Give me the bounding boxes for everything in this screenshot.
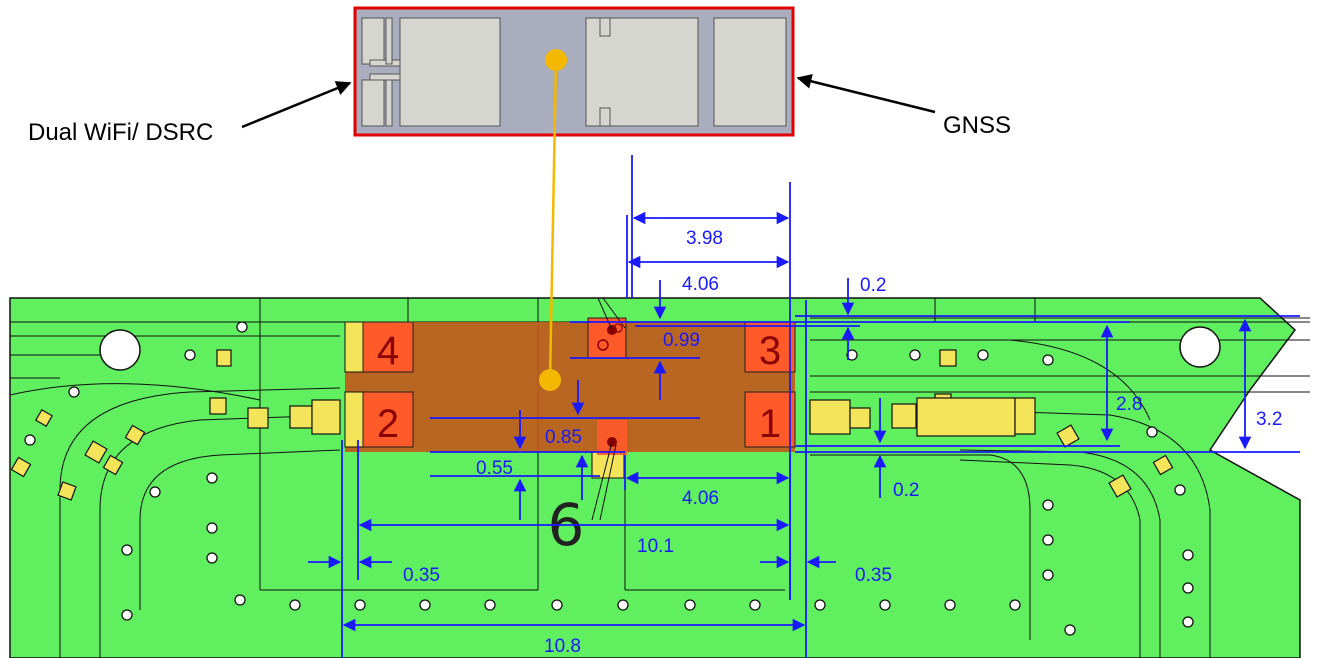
svg-text:1: 1 [759,402,781,446]
svg-text:4: 4 [377,329,399,373]
dim-0-2-top: 0.2 [860,275,886,296]
connector-line [548,59,558,381]
dim-0-85: 0.85 [545,427,582,448]
dim-2-8: 2.8 [1116,394,1142,415]
antenna-component: 4 3 2 1 6 [344,297,796,559]
dim-3-98: 3.98 [686,228,723,249]
pin-pad-2: 2 [362,391,414,448]
svg-text:3: 3 [759,329,781,373]
antenna-inset [353,6,795,137]
arrow-left-label [241,81,352,129]
dim-0-55: 0.55 [476,458,513,479]
dimension-lines [308,155,1300,658]
label-dual-wifi-dsrc: Dual WiFi/ DSRC [28,119,213,146]
dim-0-35-left: 0.35 [403,565,440,586]
dim-4-06-top: 4.06 [682,274,719,295]
dim-10-1: 10.1 [637,536,674,557]
dim-0-2-bottom: 0.2 [893,480,919,501]
svg-text:2: 2 [377,402,399,446]
dimension-labels: 3.98 4.06 0.2 0.99 2.8 3.2 0.85 0.55 4.0… [403,228,1282,657]
dim-0-99: 0.99 [663,330,700,351]
pin-pad-4: 4 [362,321,414,373]
dim-3-2: 3.2 [1256,409,1282,430]
connector-dot [539,369,561,391]
dim-4-06-bottom: 4.06 [682,488,719,509]
label-gnss: GNSS [943,112,1011,139]
pin-pad-3: 3 [744,321,796,373]
pin-pad-1: 1 [744,391,796,448]
dim-0-35-right: 0.35 [855,565,892,586]
arrow-right-label [796,73,936,114]
dim-10-8: 10.8 [544,636,581,657]
